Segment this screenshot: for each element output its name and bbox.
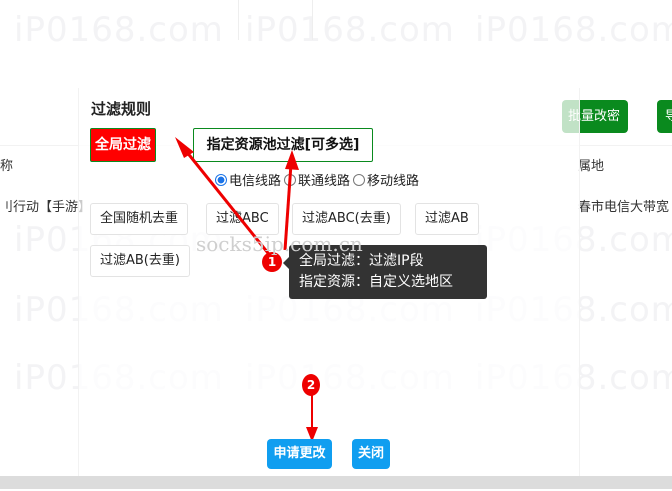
global-filter-button[interactable]: 全局过滤 bbox=[90, 128, 156, 162]
radio-label: 联通线路 bbox=[298, 174, 351, 189]
radio-telecom[interactable]: 电信线路 bbox=[215, 170, 281, 189]
annotation-badge-1: 1 bbox=[262, 252, 282, 272]
export-button[interactable]: 导 bbox=[657, 100, 672, 133]
arrowhead bbox=[306, 427, 318, 442]
radio-mobile[interactable]: 移动线路 bbox=[353, 170, 419, 189]
option-national-random[interactable]: 全国随机去重 bbox=[90, 203, 189, 235]
cell-location: 春市电信大带宽 bbox=[578, 200, 670, 215]
close-button[interactable]: 关闭 bbox=[352, 439, 390, 469]
cell-name: 刂行动【手游】 bbox=[0, 200, 92, 215]
tooltip-line: 指定资源：自定义选地区 bbox=[299, 274, 453, 290]
arrowhead bbox=[175, 137, 194, 158]
option-filter-ab-dedup[interactable]: 过滤AB(去重) bbox=[90, 245, 190, 277]
watermark: iP0168.com bbox=[475, 10, 672, 50]
option-filter-ab[interactable]: 过滤AB bbox=[415, 203, 479, 235]
radio-label: 移动线路 bbox=[367, 174, 420, 189]
column-header-location: 属地 bbox=[578, 159, 605, 174]
arrow-to-global-filter bbox=[180, 145, 274, 259]
horizontal-scrollbar[interactable] bbox=[0, 476, 672, 489]
modal-title: 过滤规则 bbox=[91, 100, 152, 118]
radio-label: 电信线路 bbox=[229, 174, 282, 189]
tooltip-line: 全局过滤：过滤IP段 bbox=[299, 253, 424, 269]
submit-change-button[interactable]: 申请更改 bbox=[267, 439, 332, 469]
arrow-to-pool-filter bbox=[283, 163, 293, 251]
option-filter-abc[interactable]: 过滤ABC bbox=[206, 203, 279, 235]
annotation-badge-2: 2 bbox=[302, 374, 320, 396]
watermark: iP0168.com bbox=[14, 10, 224, 50]
annotation-tooltip: 全局过滤：过滤IP段 指定资源：自定义选地区 bbox=[283, 245, 487, 299]
option-filter-abc-dedup[interactable]: 过滤ABC(去重) bbox=[292, 203, 401, 235]
column-header-name: 称 bbox=[0, 159, 14, 174]
pool-filter-button[interactable]: 指定资源池过滤[可多选] bbox=[193, 128, 373, 162]
radio-unchecked-icon[interactable] bbox=[353, 173, 366, 186]
arrowhead bbox=[285, 150, 299, 170]
watermark: iP0168.com bbox=[245, 10, 455, 50]
radio-checked-icon[interactable] bbox=[215, 173, 227, 186]
